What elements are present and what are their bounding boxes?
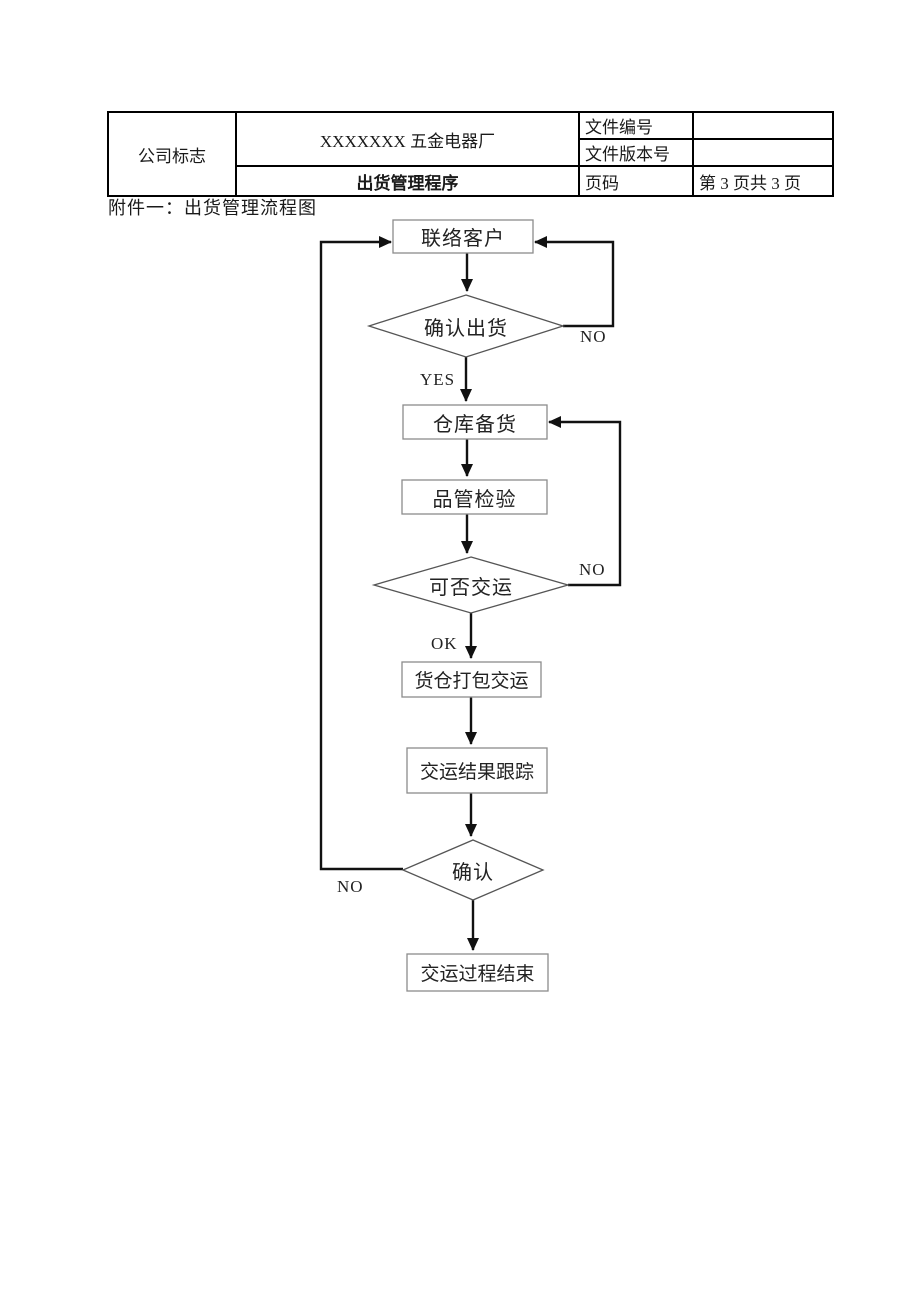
node-qc-label: 品管检验 [432,488,517,511]
edge-confirmship-no-loop [534,236,615,328]
field-label-page-number: 页码 [578,165,694,197]
node-pack-box [401,661,542,698]
node-contact-label: 联络客户 [421,228,505,250]
node-stock-label: 仓库备货 [433,413,517,436]
field-value-doc-number [692,111,834,140]
node-confirm-label: 确认 [452,861,494,884]
node-canship-diamond [371,556,571,614]
edge-label-canship-ok: OK [431,634,458,653]
field-label-doc-version: 文件版本号 [578,138,694,167]
node-qc-box [401,479,548,515]
company-logo-cell: 公司标志 [107,111,237,197]
node-end-label: 交运过程结束 [420,964,535,985]
edge-label-confirmship-no: NO [580,327,607,346]
edge-canship-no-loop [548,416,622,587]
node-end-box [406,953,549,992]
edge-label-confirm-no: NO [337,877,364,896]
node-pack-label: 货仓打包交运 [414,671,529,692]
document-title: 出货管理程序 [235,165,580,197]
node-stock-box [402,404,548,440]
edge-label-confirmship-yes: YES [420,370,456,389]
attachment-caption: 附件一：出货管理流程图 [108,198,317,218]
field-value-page-number: 第 3 页共 3 页 [692,165,834,197]
node-track-label: 交运结果跟踪 [419,762,534,783]
node-canship-label: 可否交运 [429,576,513,599]
node-confirmship-label: 确认出货 [424,317,508,340]
field-value-doc-version [692,138,834,167]
node-contact-box [392,219,534,254]
field-label-doc-number: 文件编号 [578,111,694,140]
company-name-cell: XXXXXXX 五金电器厂 [235,111,580,167]
document-header-table: 公司标志 XXXXXXX 五金电器厂 文件编号 文件版本号 出货管理程序 页码 … [107,111,834,197]
edge-label-canship-no: NO [579,560,606,579]
edge-confirm-no-loop [319,236,403,871]
node-confirm-diamond [401,839,545,901]
node-confirmship-diamond [366,294,566,358]
node-track-box [406,747,548,794]
